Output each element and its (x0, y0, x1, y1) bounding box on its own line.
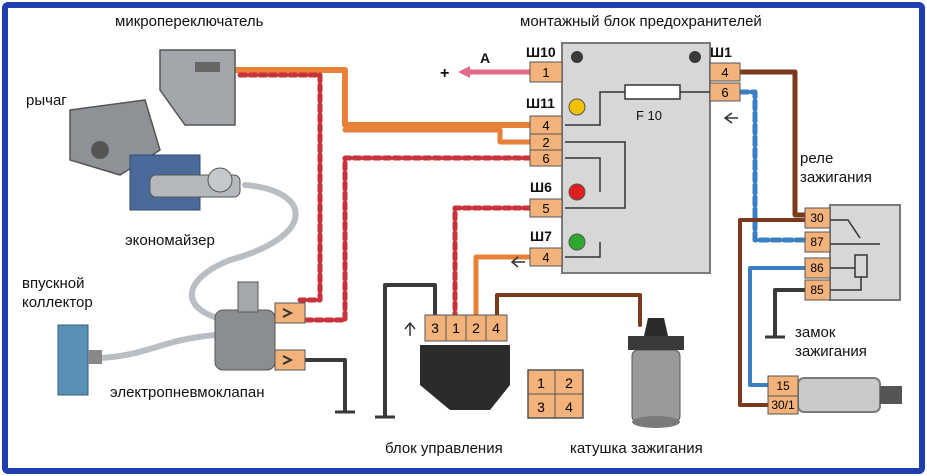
multiline-labels: впускной коллектор реле зажигания замок заж… (22, 150, 872, 360)
pin-sh11-2: 2 (542, 135, 549, 150)
ground-symbol (335, 335, 785, 419)
economizer (129, 154, 241, 211)
microswitch (159, 49, 236, 126)
pin-sh1-4: 4 (721, 65, 728, 80)
label-sh11: Ш11 (526, 95, 555, 111)
pin-sh7-4: 4 (542, 250, 549, 265)
label-control-unit: блок управления (385, 440, 503, 457)
wire-microswitch-sh11 (229, 67, 533, 128)
wire-relay-lock-brown (738, 218, 807, 407)
label-sh7: Ш7 (530, 228, 552, 244)
pin-sh10-1: 1 (542, 65, 549, 80)
lock-pin-30-1: 30/1 (771, 398, 795, 412)
label-line: реле (800, 150, 833, 167)
wire-microswitch-striped (237, 72, 323, 303)
wire-sh11-pin6 (302, 155, 533, 323)
ignition-lock (767, 375, 902, 415)
connector-labels: Ш10 Ш11 Ш6 Ш7 Ш1 (526, 44, 732, 244)
label-economizer: экономайзер (125, 232, 215, 249)
ignition-relay (829, 204, 901, 301)
mount-hole (689, 51, 701, 63)
relay-pin-30: 30 (810, 211, 824, 225)
label-lock: замок зажигания (795, 324, 867, 360)
cu-pin-3: 3 (431, 320, 439, 336)
control-unit (420, 314, 510, 410)
label-line: коллектор (22, 294, 93, 311)
label-line: замок (795, 324, 836, 341)
legend-pin-1: 1 (537, 375, 545, 391)
cu-pin-1: 1 (452, 320, 460, 336)
led-yellow (568, 98, 586, 116)
wire-sh1-relay (737, 69, 808, 218)
hose-intake (97, 332, 218, 361)
pins-fuse-left: 1 4 2 6 5 4 (529, 61, 563, 267)
wires (97, 66, 808, 417)
pin-sh11-6: 6 (542, 151, 549, 166)
wire-cu-ground (383, 283, 437, 417)
control-unit-pins: 3 1 2 4 (431, 320, 500, 336)
legend-pin-3: 3 (537, 399, 545, 415)
label-intake: впускной коллектор (22, 275, 93, 311)
cu-pin-2: 2 (472, 320, 480, 336)
plus-label: + (440, 65, 449, 82)
label-line: зажигания (800, 169, 872, 186)
pin-sh1-6: 6 (721, 85, 728, 100)
arrow-symbol (458, 66, 470, 78)
wire-sh7-pin4 (473, 254, 533, 318)
wire-cu-coil (495, 293, 642, 327)
ignition-coil (628, 318, 684, 428)
fuse-f10 (624, 84, 681, 100)
label-valve: электропневмоклапан (110, 384, 264, 401)
label-microswitch: микропереключатель (115, 13, 264, 30)
label-line: зажигания (795, 343, 867, 360)
text-labels: микропереключатель монтажный блок предох… (26, 13, 762, 457)
fuse-label: F 10 (636, 108, 662, 123)
led-green (568, 233, 586, 251)
relay-pin-87: 87 (810, 235, 824, 249)
hose-economizer (188, 182, 299, 323)
wire-relay-85 (773, 288, 807, 337)
pins-fuse-right: 4 6 (709, 62, 741, 102)
pin-sh11-4: 4 (542, 118, 549, 133)
wire-sh11-pin2 (342, 127, 533, 145)
label-relay: реле зажигания (800, 150, 872, 186)
label-sh6: Ш6 (530, 179, 552, 195)
arrow-a-label: A (480, 50, 490, 66)
wire-relay-lock (748, 266, 807, 387)
legend-pin-4: 4 (565, 399, 573, 415)
relay-pin-86: 86 (810, 261, 824, 275)
led-red (568, 183, 586, 201)
legend-connector (527, 369, 584, 419)
label-coil: катушка зажигания (570, 440, 703, 457)
label-sh1: Ш1 (710, 44, 732, 60)
relay-pins: 30 87 86 85 (804, 207, 831, 301)
legend-pin-2: 2 (565, 375, 573, 391)
label-fuse-block: монтажный блок предохранителей (520, 13, 762, 30)
lock-pin-15: 15 (776, 379, 790, 393)
connector-symbol (404, 112, 738, 336)
label-lever: рычаг (26, 92, 67, 109)
cu-pin-4: 4 (492, 320, 500, 336)
relay-pin-85: 85 (810, 283, 824, 297)
wire-valve-ground (298, 358, 347, 412)
lock-pins: 15 30/1 (771, 379, 795, 412)
pin-sh6-5: 5 (542, 201, 549, 216)
legend-pins: 1 2 3 4 (537, 375, 573, 415)
wire-sh1-pin6 (737, 89, 808, 243)
wire-sh6-pin5 (452, 205, 533, 318)
intake-manifold (57, 324, 102, 396)
label-line: впускной (22, 275, 85, 292)
mount-hole (571, 51, 583, 63)
label-sh10: Ш10 (526, 44, 556, 60)
electro-pneumatic-valve (214, 281, 306, 371)
fuse-block (561, 42, 712, 274)
